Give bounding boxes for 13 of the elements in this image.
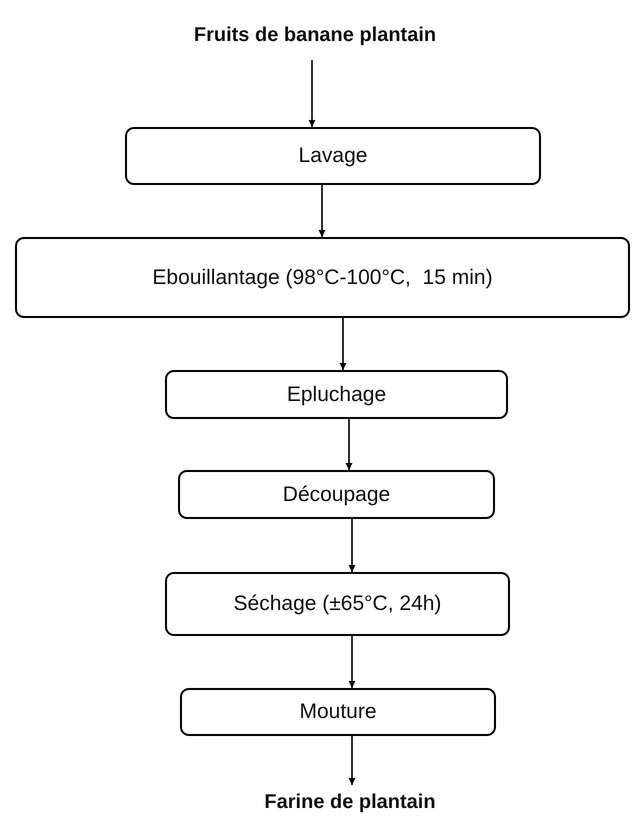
process-box: Mouture xyxy=(180,688,496,736)
process-box: Lavage xyxy=(125,127,541,185)
arrow xyxy=(318,185,326,237)
arrow xyxy=(348,636,356,688)
process-box: Découpage xyxy=(178,470,495,519)
arrow xyxy=(348,519,356,572)
arrow xyxy=(308,60,316,127)
process-box: Ebouillantage (98°C-100°C, 15 min) xyxy=(15,237,630,318)
arrow xyxy=(345,419,353,470)
arrow xyxy=(348,736,356,785)
process-box: Séchage (±65°C, 24h) xyxy=(165,572,510,636)
arrow xyxy=(339,318,347,370)
process-box: Epluchage xyxy=(165,370,508,419)
